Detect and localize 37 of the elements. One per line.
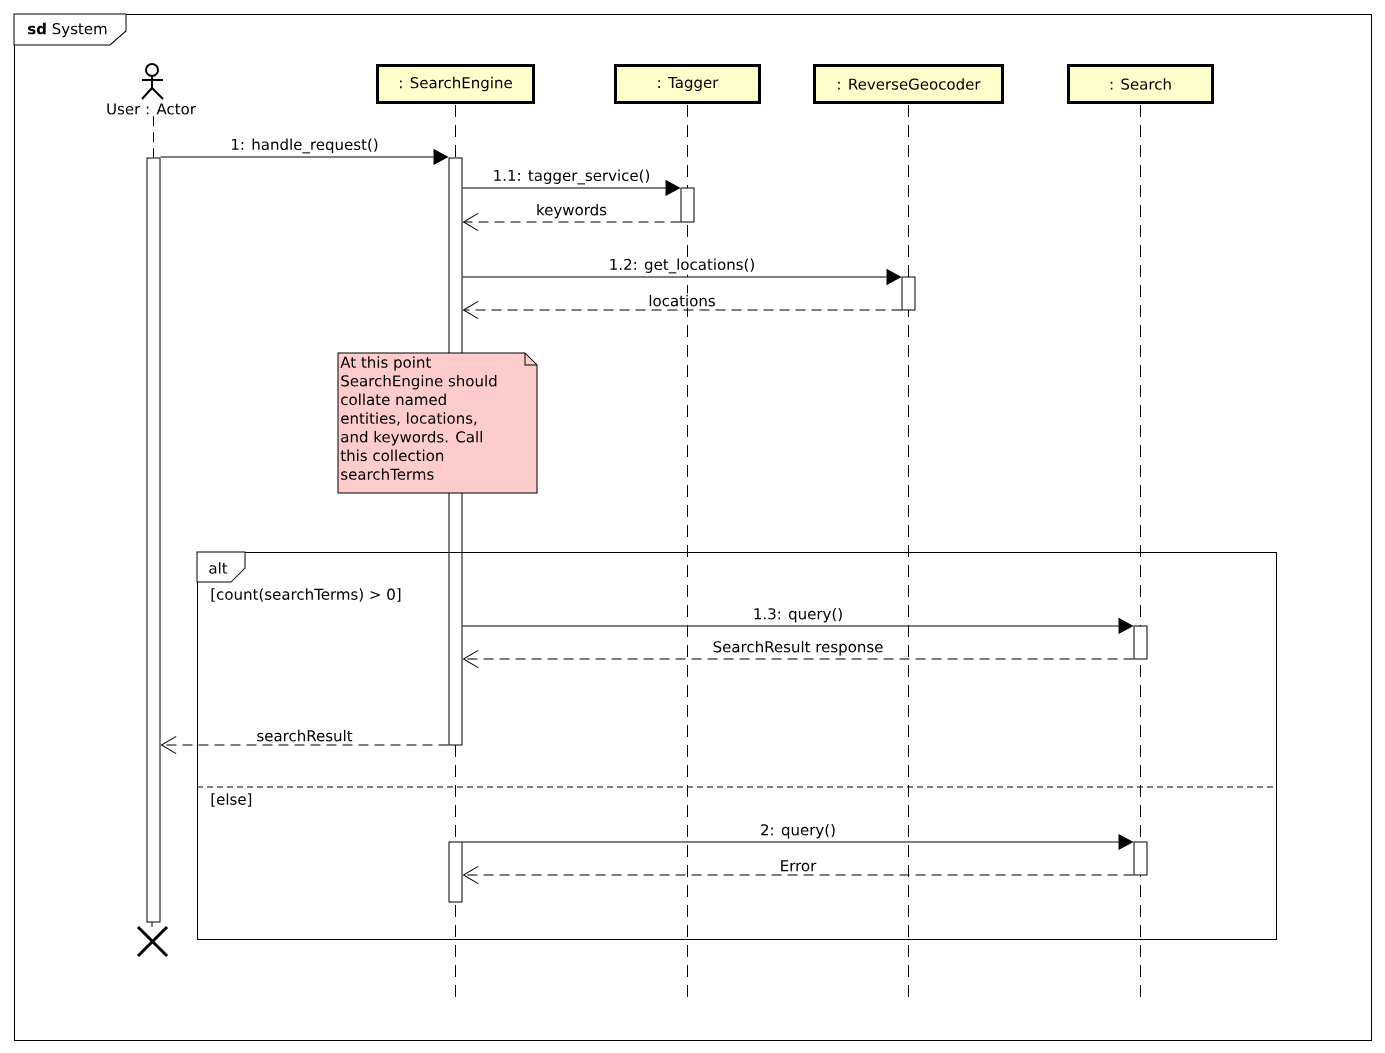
message-arrow	[462, 618, 1133, 634]
participant-box: : Search	[1067, 64, 1214, 104]
message-arrow	[462, 834, 1133, 850]
participant-box: : Tagger	[614, 64, 761, 104]
message-label: 2: query()	[758, 822, 838, 840]
message-arrow	[463, 300, 902, 320]
message-label: 1: handle_request()	[229, 137, 380, 155]
activation-bar	[901, 276, 916, 311]
message-label: locations	[647, 293, 717, 308]
message-label: Error	[778, 858, 818, 873]
guard-condition: [else]	[211, 793, 252, 807]
message-label: 1.1: tagger_service()	[491, 168, 652, 186]
activation-bar	[448, 841, 463, 903]
guard-condition: [count(searchTerms) > 0]	[211, 588, 401, 602]
frame-tab: sd System	[13, 13, 127, 46]
message-label: keywords	[534, 202, 609, 220]
message-label: 1.2: get_locations()	[607, 257, 757, 275]
message-label: SearchResult response	[711, 639, 885, 657]
message-arrow	[463, 865, 1134, 885]
message-arrow	[462, 269, 901, 285]
message-arrow	[463, 649, 1134, 669]
activation-bar	[146, 157, 161, 923]
lifeline	[153, 115, 154, 158]
message-arrow	[161, 735, 449, 755]
message-label: searchResult	[255, 728, 354, 743]
activation-bar	[1133, 625, 1148, 660]
activation-bar	[1133, 841, 1148, 876]
operator-tab: alt	[196, 551, 246, 583]
message-arrow	[160, 149, 448, 165]
activation-bar	[680, 187, 695, 223]
message-label: 1.3: query()	[751, 606, 845, 624]
participant-box: : SearchEngine	[376, 64, 535, 104]
message-arrow	[463, 212, 681, 232]
note: At this point SearchEngine should collate named entities, locations, and keywords. Call this collection searchTerms	[337, 352, 538, 494]
message-arrow	[462, 180, 680, 196]
participant-box: : ReverseGeocoder	[813, 64, 1004, 104]
actor-label: User : Actor	[107, 103, 196, 115]
